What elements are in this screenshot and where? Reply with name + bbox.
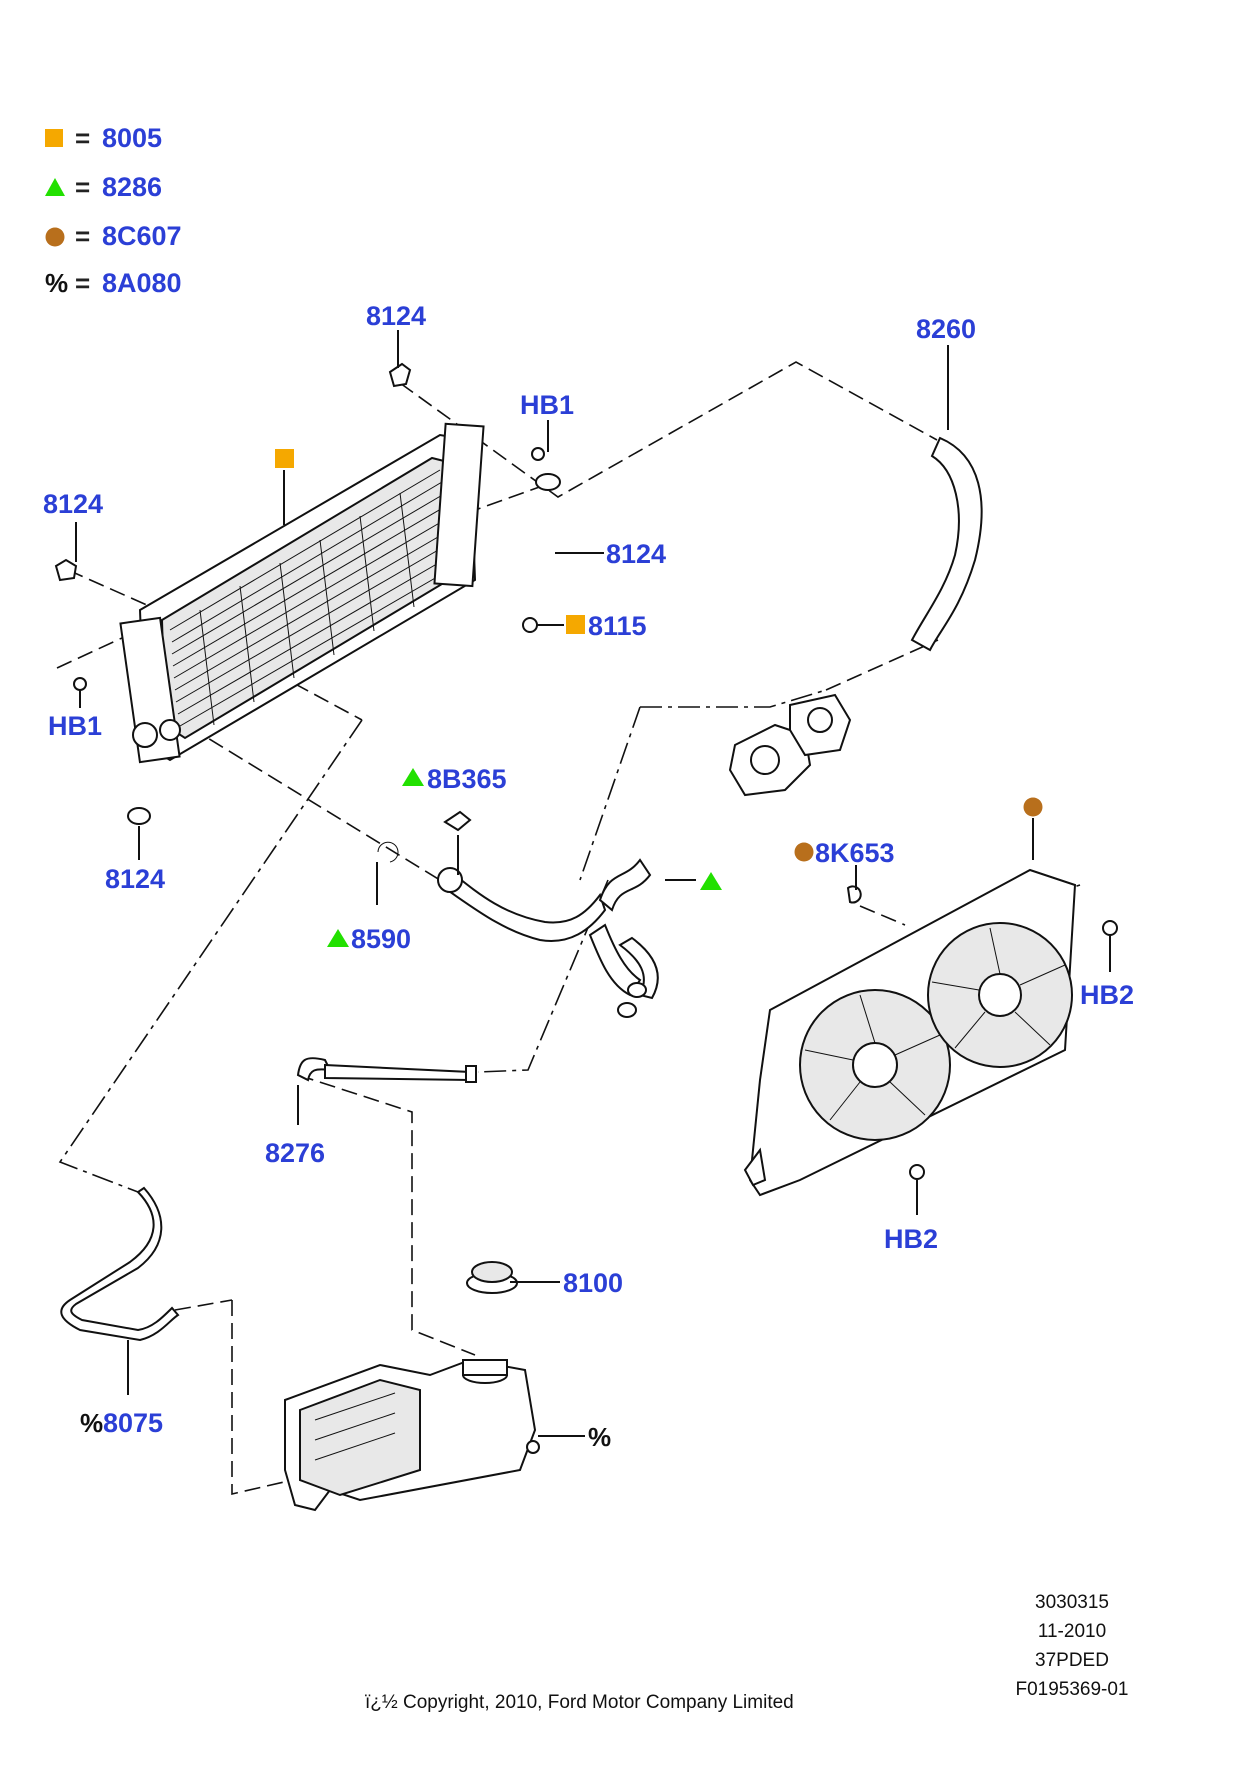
legend-percent-symbol: % xyxy=(45,268,68,298)
footer-line-3: 37PDED xyxy=(1035,1650,1109,1671)
radiator-fins xyxy=(169,469,457,727)
callout-8k653: 8K653 xyxy=(815,838,895,868)
legend-code-3: 8C607 xyxy=(102,221,182,251)
clamp-8590 xyxy=(377,841,399,863)
footer-line-1: 3030315 xyxy=(1035,1592,1109,1613)
callout-percent-tank: % xyxy=(588,1422,611,1452)
legend: = 8005 = 8286 = 8C607 % = 8A080 xyxy=(45,123,182,298)
cap-8100 xyxy=(466,1261,518,1294)
thermostat-housing xyxy=(728,693,852,797)
triangle-marker-8590 xyxy=(327,929,349,947)
radiator-fasteners xyxy=(54,362,562,825)
footer-line-4: F0195369-01 xyxy=(1015,1679,1128,1700)
legend-eq-3: = xyxy=(75,221,90,251)
hose-8276 xyxy=(296,1057,477,1083)
legend-code-1: 8005 xyxy=(102,123,162,153)
callout-hb2-bottom: HB2 xyxy=(884,1224,938,1254)
clamp-8b365 xyxy=(443,810,472,832)
callout-hb1-left: HB1 xyxy=(48,711,102,741)
circle-icon xyxy=(45,227,65,247)
copyright: ï¿½ Copyright, 2010, Ford Motor Company … xyxy=(365,1692,794,1713)
triangle-icon xyxy=(45,178,65,196)
callout-8124-mid: 8124 xyxy=(606,539,666,569)
lower-hose xyxy=(437,858,659,1018)
callout-8115: 8115 xyxy=(588,611,647,641)
legend-code-4: 8A080 xyxy=(102,268,182,298)
square-marker-radiator xyxy=(275,449,294,468)
legend-eq-4: = xyxy=(75,268,90,298)
legend-eq-1: = xyxy=(75,123,90,153)
callout-8124-left: 8124 xyxy=(43,489,103,519)
triangle-marker-hose xyxy=(700,872,722,890)
footer-line-2: 11-2010 xyxy=(1038,1621,1106,1642)
fan-blades xyxy=(804,927,1066,1121)
legend-code-2: 8286 xyxy=(102,172,162,202)
footer: 3030315 11-2010 37PDED F0195369-01 ï¿½ C… xyxy=(365,1592,1129,1713)
callout-8124-bottom: 8124 xyxy=(105,864,165,894)
callout-8124-top: 8124 xyxy=(366,301,426,331)
callout-hb1-top: HB1 xyxy=(520,390,574,420)
circle-marker-8k653 xyxy=(794,842,814,862)
degas-bottle xyxy=(284,1358,540,1512)
callout-8075: 8075 xyxy=(103,1408,163,1438)
triangle-marker-8b365 xyxy=(402,768,424,786)
square-icon xyxy=(45,129,63,147)
callout-8b365: 8B365 xyxy=(427,764,507,794)
circle-marker-shroud xyxy=(1023,797,1043,817)
callout-8100: 8100 xyxy=(563,1268,623,1298)
callout-8075-prefix: % xyxy=(80,1408,103,1438)
radiator xyxy=(119,422,485,764)
callout-8260: 8260 xyxy=(916,314,976,344)
fan-shroud xyxy=(743,868,1118,1197)
callouts: 8124 8260 HB1 8124 8124 8115 HB1 8124 8B… xyxy=(43,301,1134,1452)
square-marker-8115 xyxy=(566,615,585,634)
callout-8276: 8276 xyxy=(265,1138,325,1168)
upper-hose xyxy=(910,436,983,652)
hose-8075 xyxy=(60,1186,180,1342)
legend-eq-2: = xyxy=(75,172,90,202)
callout-8590: 8590 xyxy=(351,924,411,954)
callout-hb2-right: HB2 xyxy=(1080,980,1134,1010)
